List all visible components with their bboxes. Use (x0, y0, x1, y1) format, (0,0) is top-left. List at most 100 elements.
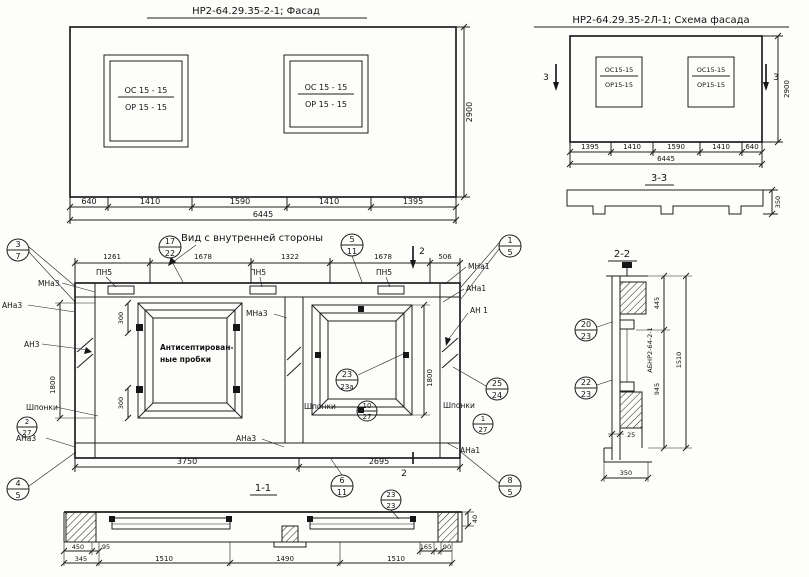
plug-mark (136, 324, 143, 331)
schema-window-1: ОС15-15 ОР15-15 (595, 56, 643, 108)
schema-title: НР2-64.29.35-2Л-1; Схема фасада (572, 15, 749, 26)
callout-3-7: 3 7 (6, 238, 77, 304)
schema-dim-total: 6445 (657, 155, 675, 163)
mna3-label-middle: МНа3 (246, 309, 268, 318)
connector-mark (226, 516, 232, 522)
inner-top-dim-1: 1678 (194, 253, 212, 261)
callout-25-24: 25 24 (452, 366, 509, 401)
connector-mark (410, 516, 416, 522)
callout-20-23: 20 23 (574, 318, 613, 342)
callout-23-23a-bottom: 23а (340, 383, 353, 391)
callout-3-7-bottom: 7 (15, 252, 20, 261)
plug-mark (233, 386, 240, 393)
section-2-2-profile (603, 262, 652, 463)
inner-section2-mark-bottom: 2 (401, 452, 414, 479)
callout-17-22: 17 22 (158, 235, 184, 283)
facade-window1-top-label: ОС 15 - 15 (125, 86, 168, 95)
dim-40: 40 (471, 515, 479, 523)
callout-17-22-top: 17 (165, 237, 175, 246)
callout-20-23-bottom: 23 (581, 332, 591, 341)
schema-window2-top-label: ОС15-15 (697, 66, 726, 74)
inner-panel-structure (74, 282, 461, 459)
callout-1-27-bottom: 27 (479, 426, 488, 434)
inner-left-labels: МНа3 АНа3 АН3 Шпонки АНа3 (2, 279, 99, 448)
dim-445: 445 (653, 297, 661, 309)
inner-vertical-dimensions: 1800 300 300 1800 (49, 299, 434, 422)
inner-window-left (136, 302, 243, 419)
shponki-label-right: Шпонки (443, 401, 475, 410)
facade-height-dim: 2900 (465, 102, 474, 122)
schema-drawing: НР2-64.29.35-2Л-1; Схема фасада ОС15-15 … (534, 15, 791, 218)
dim-90: 90 (443, 543, 451, 551)
callout-8-5-bottom: 5 (507, 488, 512, 497)
callout-23-23a-top: 23 (342, 370, 352, 379)
inner-top-dim-3: 1678 (374, 253, 392, 261)
inner-middle-labels: МНа3 АНа3 Шпонки (236, 309, 336, 448)
schema-section-mark-left: 3 (543, 64, 559, 91)
schema-dim-2: 1590 (667, 143, 685, 151)
callout-5-11: 5 11 (340, 233, 364, 283)
dim-25: 25 (627, 431, 635, 439)
inner-bottom-dim-0: 3750 (177, 457, 197, 466)
facade-title: НР2-64.29.35-2-1; Фасад (192, 6, 320, 17)
callout-8-5: 8 5 (460, 451, 522, 498)
inner-bottom-dimensions: 3750 2695 (71, 457, 464, 472)
facade-dim-4: 1395 (403, 197, 423, 206)
pn5-label-3: ПН5 (376, 268, 392, 277)
ana1-label-bottom: АНа1 (460, 446, 480, 455)
callout-22-23-bottom: 23 (581, 390, 591, 399)
section-1-1-profile (63, 511, 463, 548)
callout-1-27: 1 27 (472, 413, 494, 435)
dim-1510-a: 1510 (155, 555, 173, 563)
section-3-3-profile (566, 189, 764, 215)
callout-4-5-top: 4 (15, 479, 20, 488)
schema-dim-3: 1410 (712, 143, 730, 151)
note-line-1: Антисептирован- (160, 343, 234, 352)
facade-height-dimension: 2900 (456, 23, 474, 201)
facade-window-1: ОС 15 - 15 ОР 15 - 15 (103, 54, 189, 148)
dim-1510-b: 1510 (387, 555, 405, 563)
section-2-2-title: 2-2 (614, 249, 630, 260)
callout-3-7-top: 3 (15, 240, 20, 249)
an3-label: АН3 (24, 340, 40, 349)
ana3-label-middle: АНа3 (236, 434, 256, 443)
callout-25-24-top: 25 (492, 379, 502, 388)
callout-6-11: 6 11 (330, 458, 354, 498)
section-2-2-drawing: 2-2 АБНР2-64-2-1 445 945 1510 25 (574, 249, 692, 482)
callout-2-27: 2 27 (16, 416, 38, 438)
inner-section2-mark-top: 2 (410, 246, 425, 269)
callout-22-23: 22 23 (574, 376, 613, 400)
callout-25-24-bottom: 24 (492, 391, 502, 400)
facade-dim-3: 1410 (319, 197, 339, 206)
schema-height-dimension: 2900 (762, 32, 791, 146)
callout-23-23a: 23 23а (335, 353, 404, 392)
schema-window1-bottom-label: ОР15-15 (605, 81, 633, 89)
schema-dim-4: 640 (745, 143, 758, 151)
fastener-mark (358, 306, 364, 312)
callout-5-11-bottom: 11 (347, 247, 357, 256)
inner-top-dim-4: 506 (438, 253, 452, 261)
section-1-1-label: 1-1 (255, 483, 271, 494)
schema-panel (569, 35, 763, 143)
facade-dim-total: 6445 (253, 210, 273, 219)
callout-5-11-top: 5 (349, 235, 354, 244)
section-1-1-profile-drawing: 23 23 40 450 95 165 90 345 1510 1490 151… (60, 489, 479, 567)
dim-95: 95 (102, 543, 110, 551)
dim-1490: 1490 (276, 555, 294, 563)
pn5-label-2: ПН5 (250, 268, 266, 277)
section-3-3-label: 3-3 (651, 173, 667, 184)
dim-1800-right: 1800 (426, 369, 434, 387)
facade-drawing: НР2-64.29.35-2-1; Фасад ОС 15 - 15 ОР 15… (66, 6, 474, 224)
ana1-label-top: АНа1 (466, 284, 486, 293)
inner-note: Антисептирован- ные пробки (160, 343, 234, 364)
callout-10-27: 10 27 (356, 400, 378, 422)
connector-mark (307, 516, 313, 522)
callout-1-5: 1 5 (460, 234, 522, 300)
inner-top-dim-2: 1322 (281, 253, 299, 261)
schema-window1-top-label: ОС15-15 (605, 66, 634, 74)
plug-mark (136, 386, 143, 393)
facade-window2-top-label: ОС 15 - 15 (305, 83, 348, 92)
inner-view-drawing: Вид с внутренней стороны (2, 233, 522, 501)
section-2-2-dimensions: 445 945 1510 25 350 (600, 272, 692, 482)
